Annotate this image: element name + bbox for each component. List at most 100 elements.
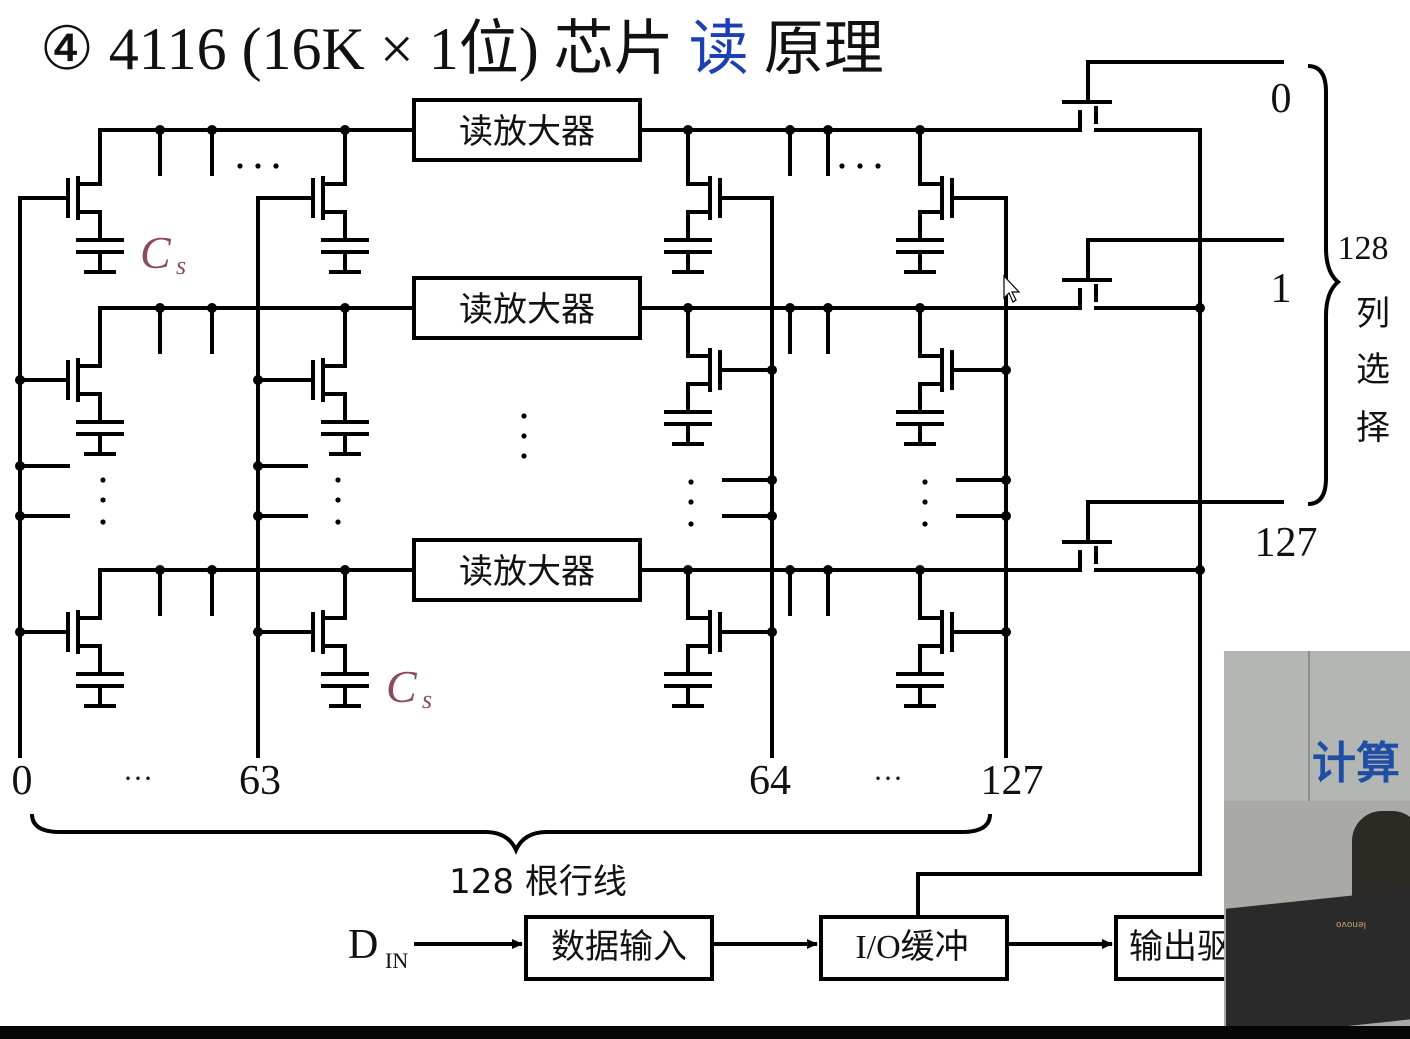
source-wire (918, 644, 944, 676)
junction-dot (823, 303, 833, 313)
bottom-bar (0, 1026, 1410, 1039)
title-prefix: ④ 4116 (16K × 1位) 芯片 (40, 16, 689, 82)
drain-wire (321, 568, 347, 620)
capacitor (664, 238, 712, 274)
ellipsis-dot (100, 519, 106, 525)
source-wire (686, 210, 712, 242)
junction-dot (767, 475, 777, 485)
junction-dot (1195, 303, 1205, 313)
source-wire (321, 210, 347, 242)
cs-letter: C (140, 227, 172, 278)
ellipsis-dot (857, 163, 863, 169)
column-line-ellipsis-right: ··· (873, 762, 903, 795)
din-letter: D (348, 922, 378, 968)
ellipsis-dot (688, 479, 694, 485)
column-select-input-1: 1 (1271, 266, 1292, 312)
ellipsis-dot (100, 497, 106, 503)
io-bus (916, 128, 1202, 919)
junction-dot (253, 627, 263, 637)
ellipsis-dot (688, 521, 694, 527)
drain-wire (918, 306, 944, 358)
junction-dot (767, 627, 777, 637)
bit-line-stub (788, 306, 830, 354)
read-amplifier-label: 读放大器 (459, 552, 595, 592)
drain-wire (686, 128, 712, 186)
column-select-char-2: 选 (1356, 350, 1390, 390)
row-lines-brace (30, 813, 992, 855)
junction-dot (683, 565, 693, 575)
ellipsis-dot (875, 163, 881, 169)
drain-wire (321, 128, 347, 186)
ellipsis-dot (521, 413, 527, 419)
source-wire (686, 382, 712, 414)
junction-dot (785, 125, 795, 135)
webcam-overlay: 计算 lenovo (1224, 651, 1410, 1026)
junction-dot (823, 125, 833, 135)
junction-dot (1001, 511, 1011, 521)
ellipsis-dot (255, 163, 261, 169)
title-highlight-read: 读 (688, 16, 749, 82)
capacitor (76, 672, 124, 708)
junction-dot (207, 565, 217, 575)
ellipsis-dot (688, 499, 694, 505)
bit-line-stub (788, 568, 830, 616)
drain-wire (76, 128, 102, 186)
junction-dot (340, 303, 350, 313)
bit-line-stub (158, 568, 214, 616)
junction-dot (207, 303, 217, 313)
column-line-label-127: 127 (981, 758, 1044, 804)
webcam-wall (1224, 651, 1410, 801)
ellipsis-dot (335, 477, 341, 483)
slide-title: ④ 4116 (16K × 1位) 芯片 读 原理 (40, 14, 884, 84)
capacitor-label-cs-1: C s (140, 227, 186, 280)
ellipsis-dot (922, 499, 928, 505)
select-line (1086, 500, 1284, 544)
drain-wire (321, 306, 347, 368)
data-input-label: 数据输入 (551, 927, 687, 967)
junction-dot (15, 461, 25, 471)
cs-subscript: s (176, 251, 186, 280)
junction-dot (683, 125, 693, 135)
junction-dot (1001, 365, 1011, 375)
source-wire (321, 392, 347, 424)
junction-dot (155, 303, 165, 313)
bit-line-stub (158, 128, 214, 176)
junction-dots (15, 125, 1205, 637)
bit-line-stub (158, 306, 214, 354)
column-line-ellipsis-left: ··· (123, 762, 153, 795)
junction-dot (785, 303, 795, 313)
ellipsis-dot (922, 479, 928, 485)
din-subscript: IN (385, 948, 408, 973)
bit-line-stub (788, 128, 830, 176)
webcam-laptop-brand: lenovo (1336, 919, 1367, 929)
row-line-stub (956, 478, 1008, 518)
read-amplifier-label: 读放大器 (459, 290, 595, 330)
capacitor (321, 672, 369, 708)
webcam-laptop (1226, 889, 1410, 1026)
junction-dot (340, 565, 350, 575)
ellipsis-dot (922, 521, 928, 527)
column-select-char-1: 列 (1356, 294, 1390, 334)
select-line (1086, 238, 1284, 282)
capacitor (321, 238, 369, 274)
capacitor (76, 238, 124, 274)
drain-wire (76, 306, 102, 368)
column-select-char-3: 择 (1356, 408, 1390, 448)
junction-dot (340, 125, 350, 135)
junction-dot (767, 365, 777, 375)
column-select-count: 128 (1338, 230, 1389, 267)
source-wire (76, 210, 102, 242)
junction-dot (15, 511, 25, 521)
junction-dot (1001, 627, 1011, 637)
column-select-input-0: 0 (1271, 76, 1292, 122)
column-line-label-0: 0 (12, 758, 33, 804)
io-buffer-label: I/O缓冲 (855, 928, 968, 966)
junction-dot (785, 565, 795, 575)
junction-dot (1001, 475, 1011, 485)
junction-dot (253, 461, 263, 471)
junction-dot (155, 565, 165, 575)
read-amplifier-1: 读放大器 (412, 98, 642, 162)
circuit-wires (18, 60, 1284, 919)
row-lines-label: 128 根行线 (449, 862, 627, 902)
